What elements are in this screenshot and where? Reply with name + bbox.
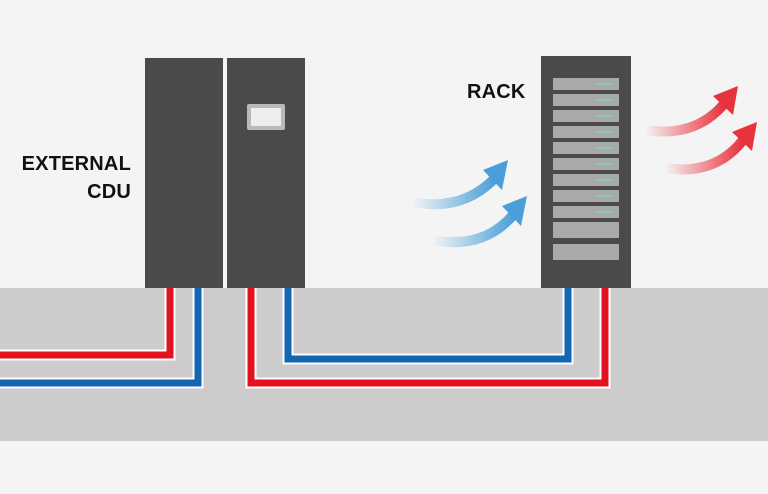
external-cdu-label: EXTERNAL CDU — [0, 150, 131, 206]
server-unit — [553, 190, 619, 202]
server-unit — [553, 94, 619, 106]
server-unit — [553, 158, 619, 170]
cdu-cabinet-right — [227, 58, 305, 288]
rack-cold-pipe — [284, 288, 572, 363]
external-cdu-label-line1: EXTERNAL — [21, 153, 131, 175]
cdu-hot-supply-pipe — [0, 288, 174, 359]
server-led-lines — [597, 83, 613, 213]
server-unit-large — [553, 244, 619, 260]
server-unit-large — [553, 222, 619, 238]
server-unit — [553, 110, 619, 122]
rack-hot-pipe — [247, 288, 609, 387]
hot-air-arrow-icon — [644, 86, 757, 175]
server-unit — [553, 142, 619, 154]
server-rack — [541, 56, 631, 288]
external-cdu-label-line2: CDU — [87, 181, 131, 203]
server-unit — [553, 126, 619, 138]
cool-air-arrow-icon — [411, 160, 527, 248]
server-unit — [553, 78, 619, 90]
server-unit — [553, 174, 619, 186]
cdu-display-screen — [251, 108, 281, 126]
server-unit — [553, 206, 619, 218]
cdu-cold-return-pipe — [0, 288, 202, 387]
external-cdu — [145, 58, 305, 288]
cdu-cabinet-left — [145, 58, 223, 288]
rack-label: RACK — [467, 81, 526, 103]
